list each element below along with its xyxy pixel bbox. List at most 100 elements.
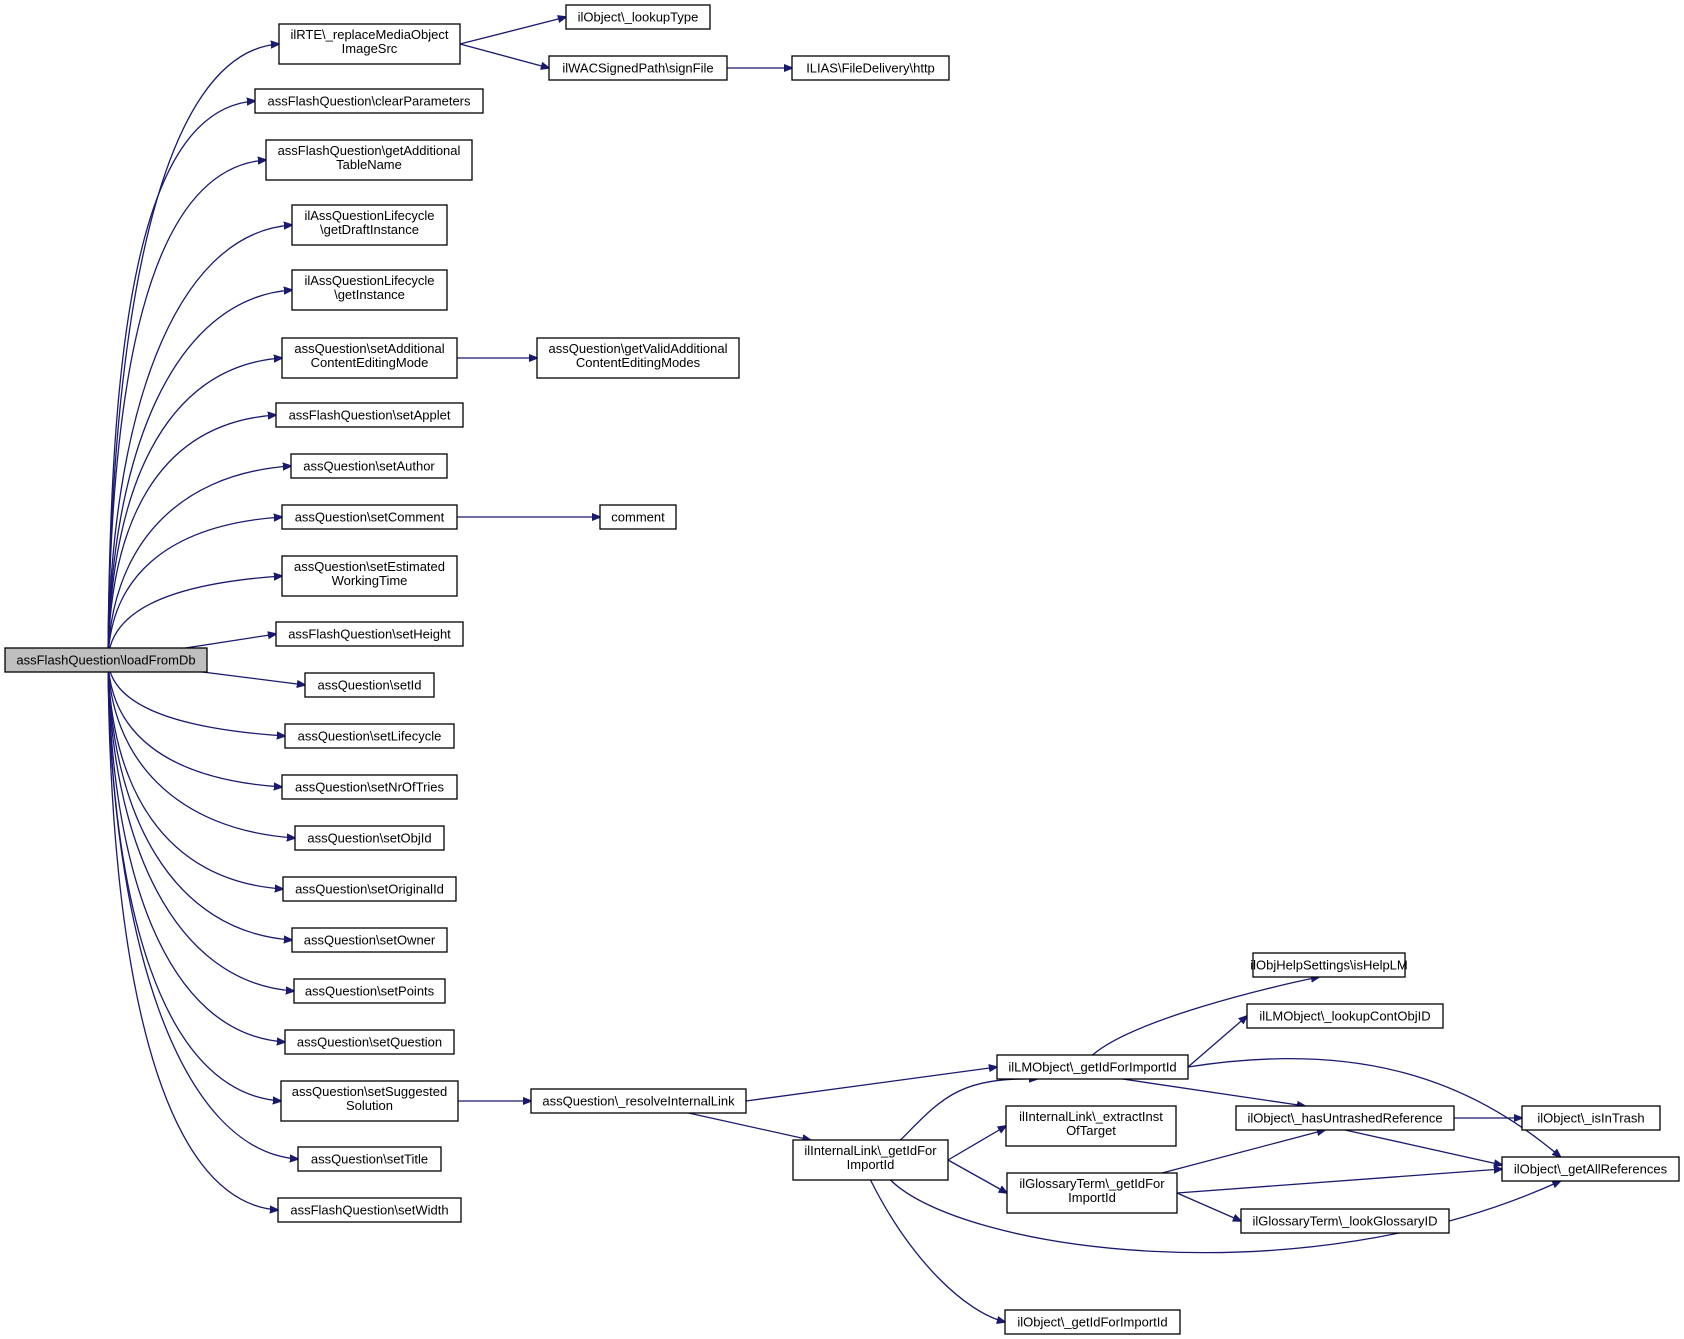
edge-path — [1187, 1016, 1247, 1068]
edge-path — [107, 290, 292, 661]
edge-n_resolve-to-n_intgetid — [688, 1112, 811, 1140]
node-label: assQuestion\setComment — [295, 510, 445, 525]
node-label: assQuestion\setId — [317, 678, 421, 693]
node-label: assFlashQuestion\setApplet — [289, 408, 451, 423]
node-box — [530, 1088, 747, 1114]
graph-node-n_setowner[interactable]: assQuestion\setOwner — [291, 927, 448, 953]
edge-path — [1176, 1169, 1502, 1194]
graph-node-n_lookupcont[interactable]: ilLMObject\_lookupContObjID — [1246, 1003, 1444, 1029]
graph-node-n_setpoints[interactable]: assQuestion\setPoints — [293, 978, 446, 1004]
graph-node-n_setcomment[interactable]: assQuestion\setComment — [281, 504, 458, 530]
graph-node-n_setwidth[interactable]: assFlashQuestion\setWidth — [277, 1197, 462, 1223]
node-label: assQuestion\setTitle — [311, 1152, 428, 1167]
edge-root-to-n_rte — [107, 44, 279, 661]
graph-node-n_lookuptype[interactable]: ilObject\_lookupType — [565, 4, 711, 30]
edge-path — [107, 466, 291, 661]
node-box — [282, 876, 457, 902]
graph-node-n_setheight[interactable]: assFlashQuestion\setHeight — [275, 621, 464, 647]
edge-n_intgetid-to-n_glossgetid — [947, 1159, 1007, 1193]
graph-node-n_getinst[interactable]: ilAssQuestionLifecycle\getInstance — [291, 269, 448, 311]
edge-path — [947, 1159, 1007, 1193]
graph-node-n_setobjid[interactable]: assQuestion\setObjId — [294, 825, 445, 851]
edge-n_lmgetid-to-n_ishelplm — [1092, 977, 1320, 1056]
node-box — [1005, 1105, 1177, 1147]
node-box — [1501, 1156, 1680, 1182]
edge-root-to-n_setoriginalid — [107, 659, 283, 889]
graph-node-n_setnroftries[interactable]: assQuestion\setNrOfTries — [281, 774, 458, 800]
edge-path — [107, 659, 292, 940]
node-box — [265, 139, 473, 181]
graph-node-n_setlifecycle[interactable]: assQuestion\setLifecycle — [284, 723, 455, 749]
graph-node-n_draft[interactable]: ilAssQuestionLifecycle\getDraftInstance — [291, 204, 448, 246]
edge-path — [107, 225, 292, 661]
node-label: ilObject\_hasUntrashedReference — [1247, 1111, 1442, 1126]
graph-node-n_setoriginalid[interactable]: assQuestion\setOriginalId — [282, 876, 457, 902]
edge-root-to-n_setlifecycle — [107, 659, 285, 736]
graph-node-n_setauthor[interactable]: assQuestion\setAuthor — [290, 453, 448, 479]
edge-path — [107, 659, 298, 1159]
graph-node-n_setapplet[interactable]: assFlashQuestion\setApplet — [275, 402, 464, 428]
graph-node-n_objgetid[interactable]: ilObject\_getIdForImportId — [1004, 1309, 1181, 1335]
node-box — [284, 723, 455, 749]
node-box — [278, 23, 461, 65]
graph-node-n_getallrefs[interactable]: ilObject\_getAllReferences — [1501, 1156, 1680, 1182]
graph-node-n_setid[interactable]: assQuestion\setId — [304, 672, 435, 698]
graph-node-n_settitle[interactable]: assQuestion\setTitle — [297, 1146, 442, 1172]
node-label: ilAssQuestionLifecycle\getInstance — [304, 273, 434, 302]
graph-node-n_signfile[interactable]: ilWACSignedPath\signFile — [548, 55, 728, 81]
graph-node-n_clearparams[interactable]: assFlashQuestion\clearParameters — [254, 88, 484, 114]
graph-node-n_hasuntrashed[interactable]: ilObject\_hasUntrashedReference — [1235, 1105, 1455, 1131]
node-box — [791, 55, 950, 81]
edge-path — [107, 358, 282, 661]
edge-n_glossgetid-to-n_lookgloss — [1176, 1192, 1241, 1221]
node-box — [1235, 1105, 1455, 1131]
node-box — [291, 204, 448, 246]
edge-root-to-n_setwidth — [107, 659, 278, 1210]
edge-path — [459, 43, 549, 68]
graph-node-n_comment[interactable]: comment — [599, 504, 677, 530]
edge-n_lmgetid-to-n_hasuntrashed — [1122, 1078, 1306, 1106]
graph-node-n_lookgloss[interactable]: ilGlossaryTerm\_lookGlossaryID — [1240, 1208, 1450, 1234]
node-box — [281, 774, 458, 800]
node-label: assQuestion\setOwner — [304, 933, 436, 948]
edge-path — [107, 659, 278, 1210]
graph-node-n_resolve[interactable]: assQuestion\_resolveInternalLink — [530, 1088, 747, 1114]
node-box — [536, 337, 740, 379]
graph-node-n_isintrash[interactable]: ilObject\_isInTrash — [1521, 1105, 1661, 1131]
edge-n_rte-to-n_signfile — [459, 43, 549, 68]
graph-node-n_setquestion[interactable]: assQuestion\setQuestion — [284, 1029, 455, 1055]
edge-path — [1161, 1130, 1325, 1174]
node-label: ilGlossaryTerm\_lookGlossaryID — [1253, 1214, 1438, 1229]
edge-root-to-n_setapplet — [107, 415, 276, 661]
edge-root-to-n_settitle — [107, 659, 298, 1159]
node-label: ilObjHelpSettings\isHelpLM — [1250, 958, 1408, 973]
edge-path — [1344, 1129, 1502, 1165]
edge-root-to-n_clearparams — [107, 101, 255, 661]
edge-n_intgetid-to-n_extract — [947, 1126, 1006, 1161]
edge-path — [107, 659, 295, 838]
node-label: assFlashQuestion\loadFromDb — [16, 653, 195, 668]
edge-path — [745, 1067, 997, 1102]
edge-root-to-n_setauthor — [107, 466, 291, 661]
edge-n_glossgetid-to-n_hasuntrashed — [1161, 1130, 1325, 1174]
node-label: assFlashQuestion\clearParameters — [267, 94, 471, 109]
graph-node-n_http[interactable]: ILIAS\FileDelivery\http — [791, 55, 950, 81]
edge-path — [107, 659, 294, 991]
edge-root-to-n_getinst — [107, 290, 292, 661]
edge-path — [107, 415, 276, 661]
graph-node-n_ishelplm[interactable]: ilObjHelpSettings\isHelpLM — [1250, 952, 1408, 978]
graph-node-root[interactable]: assFlashQuestion\loadFromDb — [4, 647, 208, 673]
graph-node-n_lmgetid[interactable]: ilLMObject\_getIdForImportId — [996, 1054, 1189, 1080]
